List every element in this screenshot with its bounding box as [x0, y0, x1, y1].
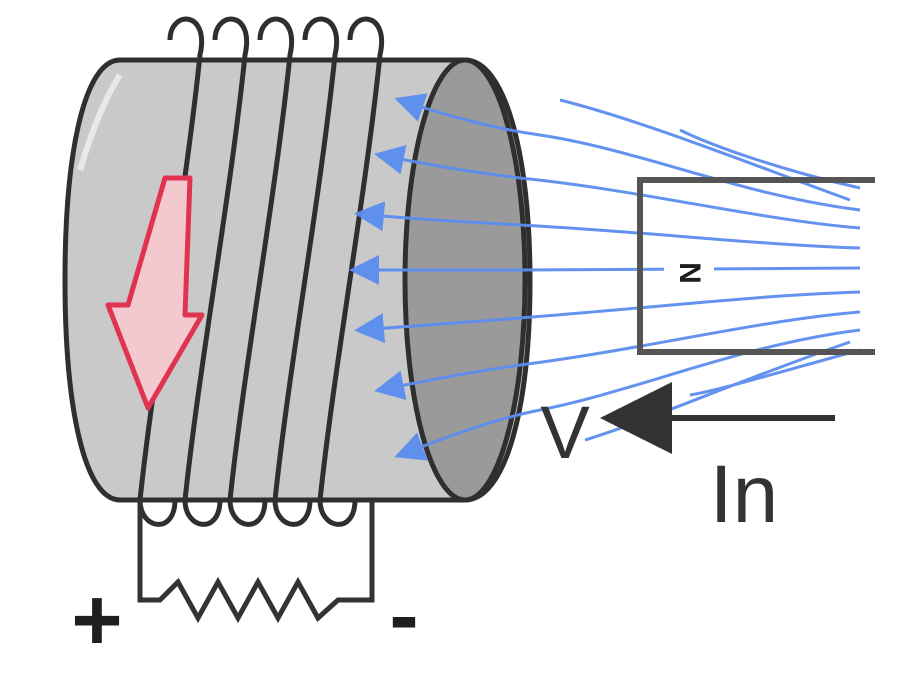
field-line [394, 93, 861, 212]
field-line [354, 290, 861, 344]
coil-end-face [402, 57, 528, 503]
negative-terminal-label: - [389, 565, 418, 664]
velocity-indicator: V In [540, 382, 835, 540]
magnet-pole-backing [664, 256, 714, 290]
field-line [374, 310, 861, 401]
coil-winding-2 [182, 16, 250, 527]
field-line [689, 348, 861, 397]
direction-label: In [710, 449, 778, 540]
field-line [559, 98, 851, 202]
magnet-pole-label: N [673, 262, 706, 284]
resistor-symbol [137, 500, 375, 624]
field-line [374, 144, 861, 230]
coil-winding-4 [272, 16, 340, 527]
current-direction-arrow [105, 175, 205, 411]
field-line [394, 328, 861, 461]
field-line [354, 201, 861, 250]
velocity-label: V [540, 391, 590, 474]
coil-cylinder [62, 57, 533, 503]
coil-highlight [77, 73, 123, 171]
resistor-circuit [137, 500, 375, 624]
positive-terminal-label: + [71, 570, 122, 669]
field-line [349, 255, 861, 285]
coil-winding-3 [227, 16, 295, 527]
field-line [584, 340, 851, 442]
magnet-outline [637, 177, 875, 355]
bar-magnet: N [637, 177, 875, 355]
